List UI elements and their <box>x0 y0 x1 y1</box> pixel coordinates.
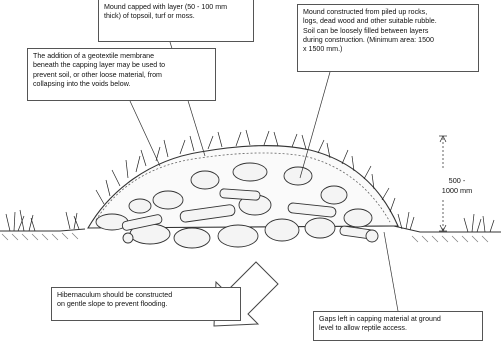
height-label-line1: 500 - <box>437 176 477 186</box>
leader-geotextile <box>130 101 160 166</box>
rock <box>153 191 183 209</box>
rock <box>174 228 210 248</box>
mound-construction-callout: Mound constructed from piled up rocks, l… <box>297 4 479 72</box>
slope-callout: Hibernaculum should be constructed on ge… <box>51 287 241 321</box>
ground-hatching-left <box>2 233 78 240</box>
log-end <box>366 230 378 242</box>
capping-layer-callout: Mound capped with layer (50 - 100 mm thi… <box>98 0 254 42</box>
rock <box>218 225 258 247</box>
grass-right <box>398 212 494 232</box>
height-label-line2: 1000 mm <box>437 186 477 196</box>
rock <box>129 199 151 213</box>
leader-gaps <box>384 232 398 311</box>
grass-left <box>6 210 79 231</box>
rock <box>344 209 372 227</box>
rock <box>284 167 312 185</box>
rock <box>191 171 219 189</box>
rock <box>265 219 299 241</box>
ground-hatching-right <box>412 236 488 242</box>
reptile-access-callout: Gaps left in capping material at ground … <box>313 311 483 341</box>
rock <box>305 218 335 238</box>
log-end <box>123 233 133 243</box>
rock <box>321 186 347 204</box>
rock <box>233 163 267 181</box>
geotextile-callout: The addition of a geotextile membrane be… <box>27 48 216 101</box>
